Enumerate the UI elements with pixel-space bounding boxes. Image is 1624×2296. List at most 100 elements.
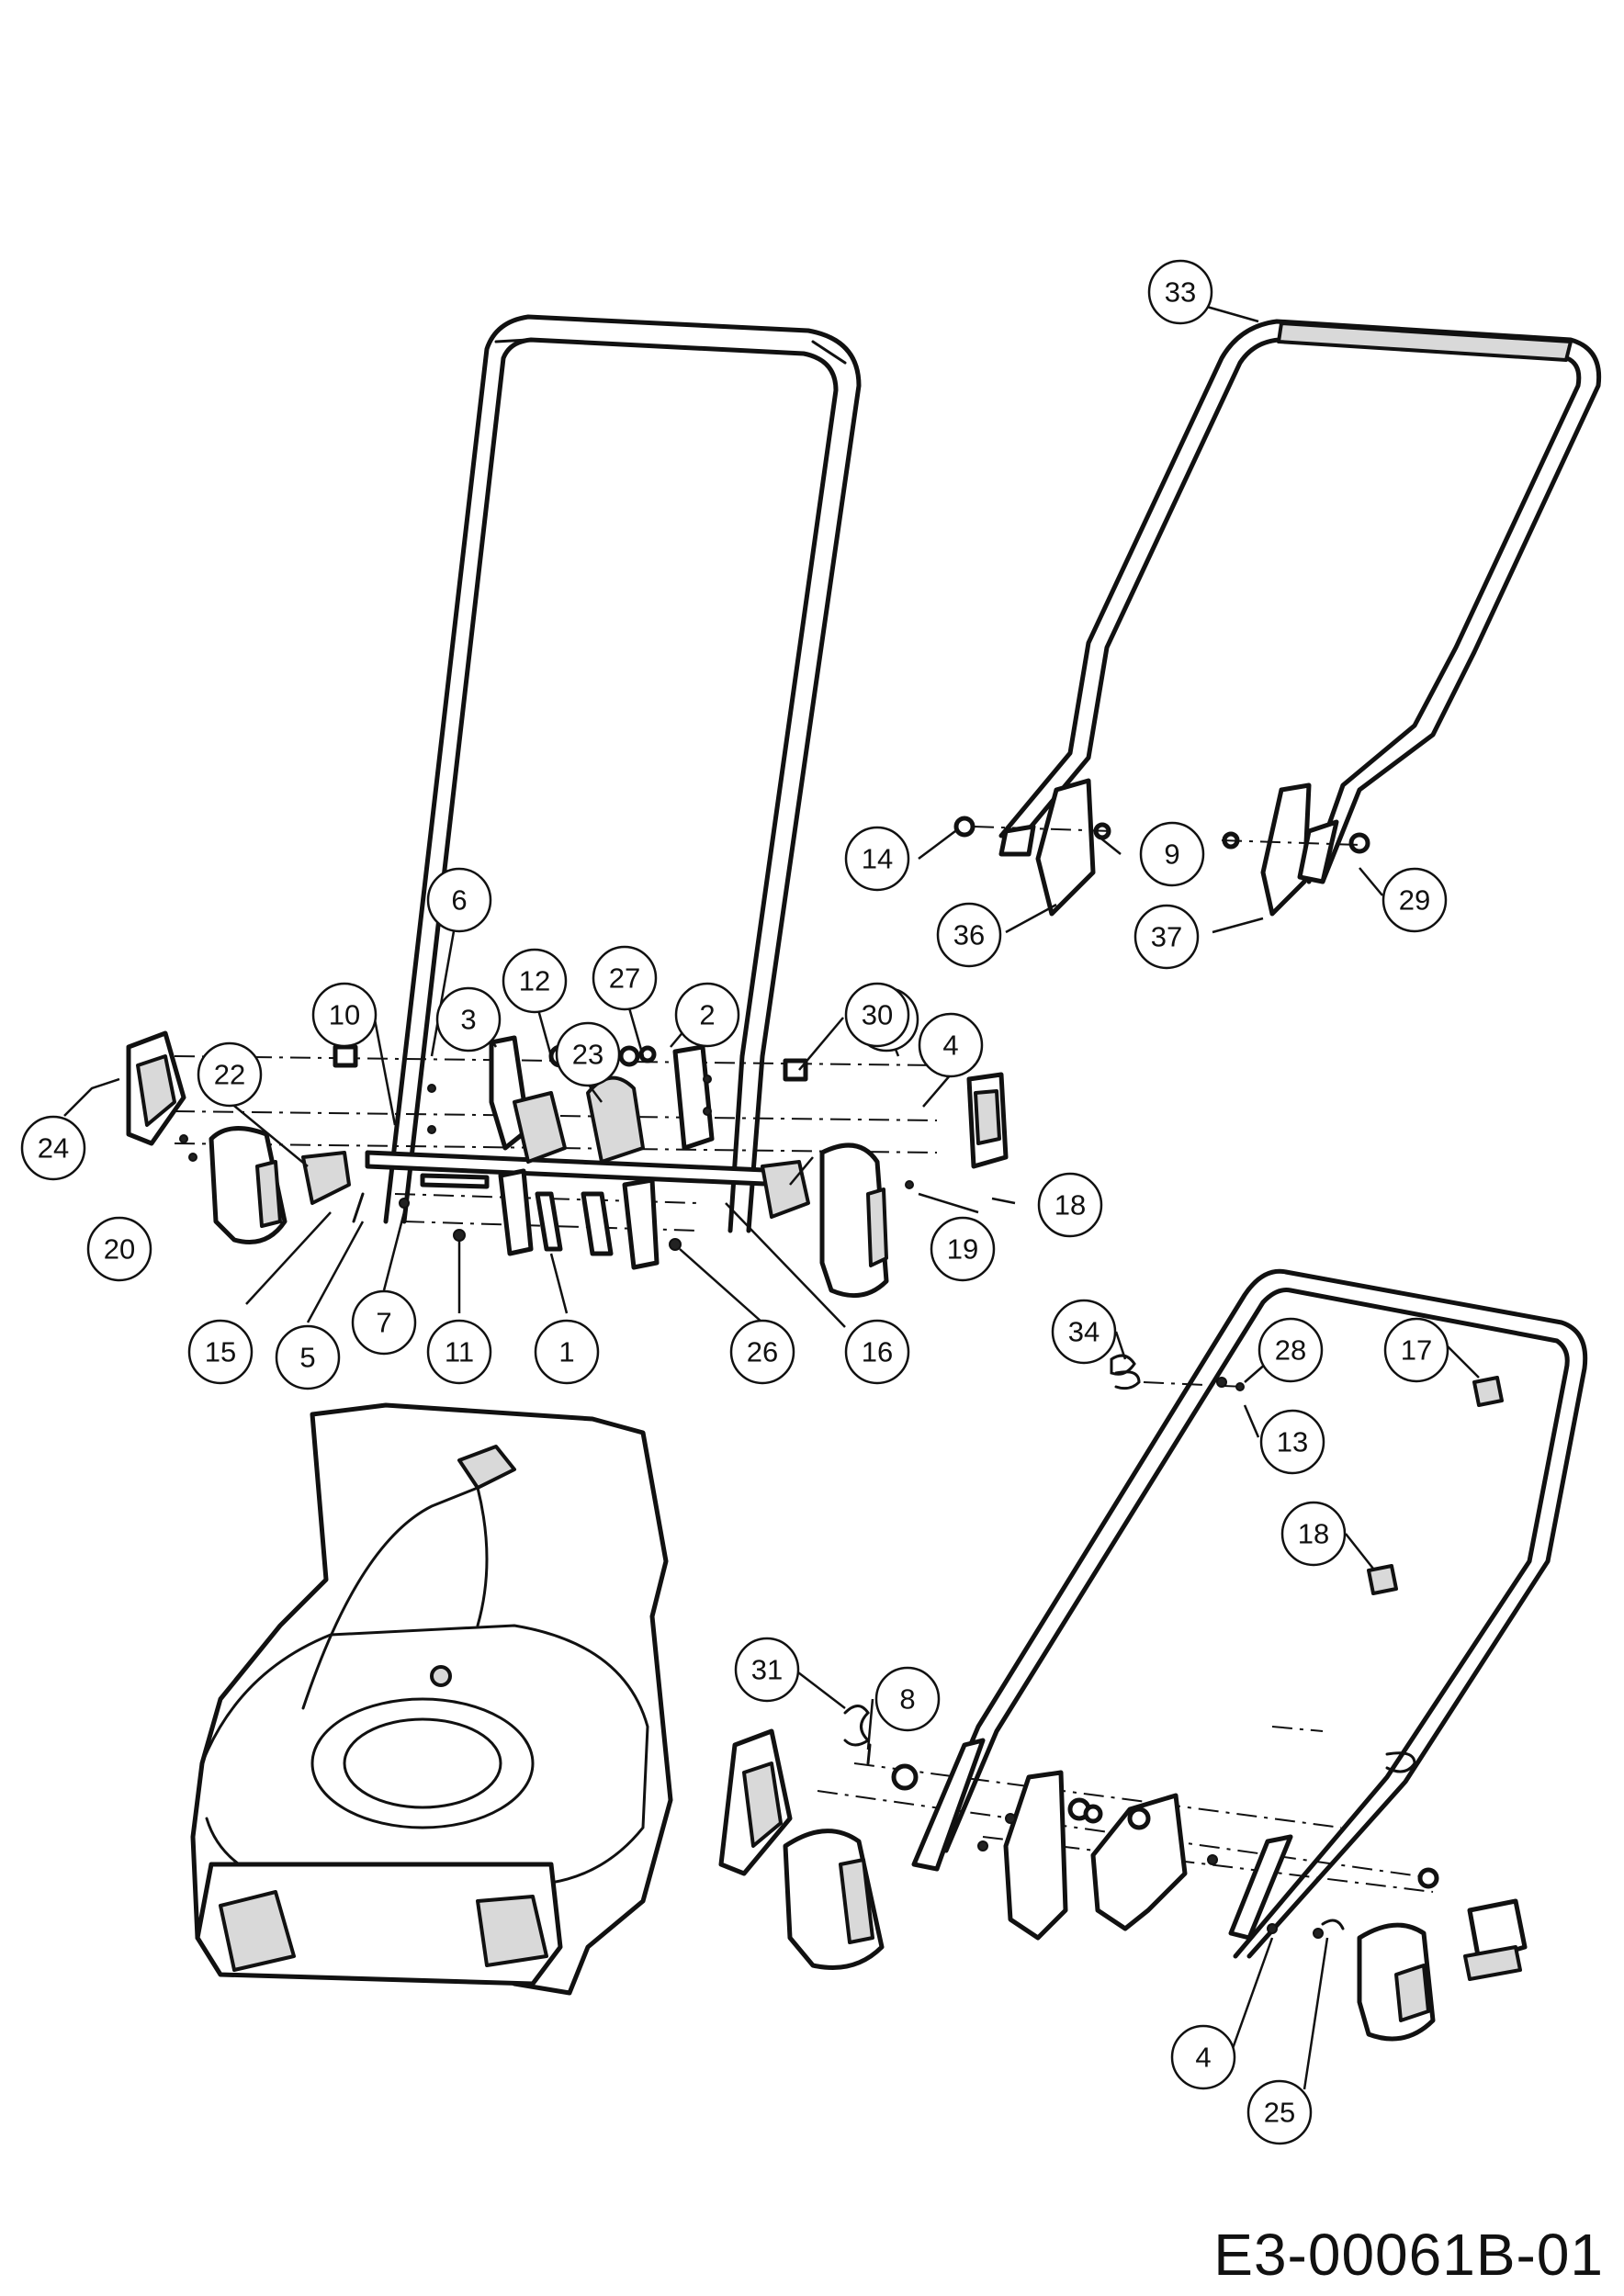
callout: 16	[844, 1319, 910, 1385]
callout: 7	[351, 1289, 417, 1356]
callout: 19	[930, 1216, 996, 1282]
callout: 14	[844, 826, 910, 892]
link-rod-left	[535, 1191, 563, 1252]
callout: 18	[1037, 1172, 1103, 1238]
callout: 11	[426, 1319, 492, 1385]
upper-left-plate	[1035, 778, 1096, 917]
callout: 37	[1133, 904, 1200, 970]
callout-number: 25	[1264, 2097, 1295, 2129]
spring-pin	[352, 1192, 365, 1223]
callout: 2	[674, 982, 740, 1048]
callout-number: 1	[558, 1336, 574, 1368]
callout: 17	[1383, 1317, 1449, 1383]
callout: 4	[1170, 2024, 1236, 2090]
callout-number: 28	[1275, 1334, 1306, 1367]
callout: 28	[1257, 1317, 1324, 1383]
callout-number: 26	[747, 1336, 778, 1368]
right-height-plate	[672, 1044, 715, 1151]
diagram-code: E3-00061B-01	[1213, 2222, 1604, 2288]
callout-number: 20	[104, 1233, 135, 1266]
callout: 26	[729, 1319, 795, 1385]
callout: 23	[555, 1021, 621, 1087]
callout: 24	[20, 1115, 86, 1181]
upper-left-bracket	[998, 824, 1036, 857]
callout-number: 10	[329, 999, 360, 1031]
link-rod-right	[581, 1191, 614, 1256]
callout: 22	[197, 1041, 263, 1108]
callout-number: 31	[751, 1654, 783, 1686]
callout-number: 37	[1151, 921, 1182, 953]
callout-number: 5	[299, 1342, 315, 1374]
upper-right-bracket	[1297, 819, 1339, 884]
callout: 5	[275, 1324, 341, 1390]
cable-tie	[1385, 1751, 1416, 1773]
tube-clip	[1367, 1564, 1398, 1595]
callout-number: 34	[1068, 1316, 1100, 1348]
deck-chute	[301, 1485, 489, 1710]
lower-right-plate	[1090, 1793, 1188, 1931]
rear-plate-left	[498, 1168, 534, 1256]
tube-clip	[1472, 1376, 1504, 1407]
callout: 33	[1147, 259, 1213, 325]
callout: 29	[1382, 867, 1448, 933]
callout-number: 15	[205, 1336, 236, 1368]
callout-number: 16	[862, 1336, 893, 1368]
callout-number: 9	[1164, 838, 1179, 871]
callout-number: 2	[699, 999, 715, 1031]
center-height-adjuster	[586, 1075, 645, 1164]
callout: 8	[874, 1666, 941, 1732]
callout-number: 17	[1401, 1334, 1432, 1367]
bolt-head	[783, 1058, 808, 1082]
callout-number: 19	[947, 1233, 978, 1266]
callout-number: 18	[1298, 1518, 1329, 1550]
callout-number: 22	[214, 1059, 245, 1091]
callout: 12	[502, 948, 568, 1014]
lower-right-handle-assembly	[718, 1268, 1588, 2042]
upper-right-plate	[1260, 782, 1312, 917]
callout-number: 7	[376, 1307, 391, 1339]
callout: 15	[187, 1319, 254, 1385]
callout-number: 23	[572, 1039, 603, 1071]
callout: 25	[1246, 2079, 1313, 2145]
callout: 6	[426, 867, 492, 933]
callout: 4	[918, 1012, 984, 1078]
callout: 13	[1259, 1409, 1325, 1475]
callout-number: 36	[953, 919, 985, 951]
callout-number: 27	[609, 962, 640, 995]
callout: 10	[311, 982, 378, 1048]
callout: 27	[592, 945, 658, 1011]
callout-number: 29	[1399, 884, 1430, 917]
callout: 34	[1051, 1299, 1117, 1365]
callout-number: 24	[38, 1132, 69, 1165]
deck-motor-opening	[310, 1697, 535, 1829]
torsion-spring	[843, 1705, 871, 1747]
callout-number: 18	[1054, 1189, 1086, 1221]
callout: 18	[1280, 1501, 1347, 1567]
lower-handle-bracket	[911, 1738, 986, 1872]
callout-number: 12	[519, 965, 550, 997]
rear-plate-right	[622, 1177, 660, 1270]
callout: 3	[435, 986, 502, 1052]
callout-number: 4	[942, 1030, 958, 1062]
left-latch	[301, 1151, 351, 1205]
callout-number: 13	[1277, 1426, 1308, 1458]
callout-number: 33	[1165, 276, 1196, 309]
callout: 31	[734, 1637, 800, 1703]
callout-number: 30	[862, 999, 893, 1031]
lower-right-end-cap	[1467, 1898, 1528, 1964]
upper-handle-grip	[1277, 321, 1573, 362]
bolt-head	[333, 1044, 358, 1068]
callout-number: 3	[460, 1004, 476, 1036]
lower-right-bracket	[1228, 1834, 1293, 1941]
left-lever-block	[513, 1091, 567, 1164]
callout: 9	[1139, 821, 1205, 887]
callout: 30	[844, 982, 910, 1048]
callout-number: 8	[899, 1683, 915, 1716]
center-handle-assembly	[126, 314, 1009, 1299]
axle-pin	[420, 1173, 490, 1189]
callout: 20	[86, 1216, 152, 1282]
callout-number: 11	[445, 1336, 474, 1368]
upper-handle-assembly	[953, 319, 1602, 917]
callout: 36	[936, 902, 1002, 968]
